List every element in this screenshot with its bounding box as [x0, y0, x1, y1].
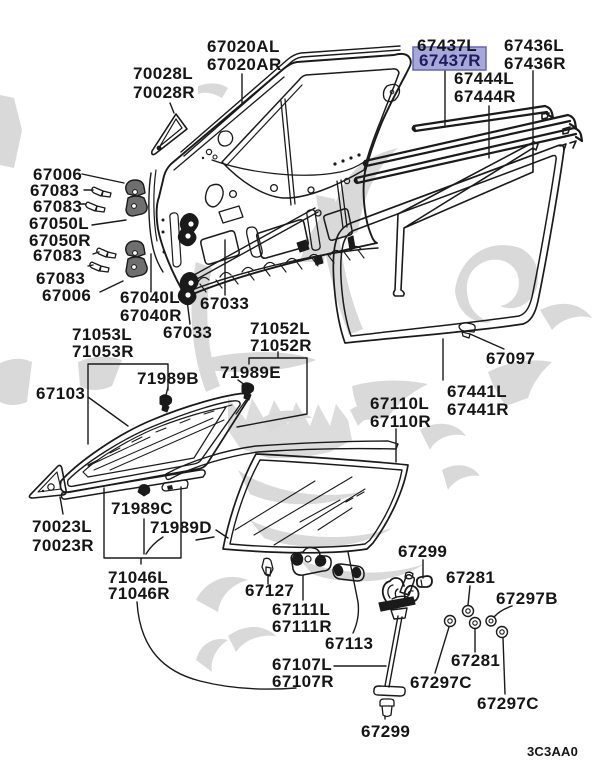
svg-text:67436L: 67436L: [504, 36, 564, 55]
svg-text:67299: 67299: [361, 722, 410, 741]
svg-text:67033: 67033: [200, 294, 249, 313]
svg-text:70028R: 70028R: [133, 83, 195, 102]
svg-text:67083: 67083: [36, 269, 85, 288]
svg-text:67103: 67103: [36, 384, 85, 403]
svg-text:3C3AA0: 3C3AA0: [527, 744, 578, 759]
svg-text:71989C: 71989C: [111, 499, 173, 518]
svg-text:67444R: 67444R: [454, 87, 516, 106]
svg-text:67297B: 67297B: [496, 589, 558, 608]
svg-text:67111L: 67111L: [272, 600, 330, 619]
svg-text:67441R: 67441R: [447, 400, 509, 419]
svg-text:67020AR: 67020AR: [207, 55, 282, 74]
svg-text:67281: 67281: [446, 568, 495, 587]
svg-text:67110R: 67110R: [370, 412, 431, 431]
svg-text:71989D: 71989D: [150, 518, 212, 537]
svg-text:67020AL: 67020AL: [207, 37, 280, 56]
svg-text:71053L: 71053L: [72, 325, 132, 344]
svg-text:67441L: 67441L: [447, 382, 507, 401]
svg-text:67444L: 67444L: [454, 69, 514, 88]
svg-text:67437L: 67437L: [417, 36, 477, 55]
svg-text:67097: 67097: [486, 349, 535, 368]
svg-text:67107R: 67107R: [272, 672, 334, 691]
svg-text:71052R: 71052R: [250, 336, 312, 355]
svg-text:67006: 67006: [33, 165, 82, 184]
svg-text:67050L: 67050L: [29, 214, 89, 233]
svg-text:67083: 67083: [33, 246, 82, 265]
svg-text:67297C: 67297C: [477, 694, 539, 713]
svg-text:71046L: 71046L: [108, 568, 168, 587]
svg-text:71046R: 71046R: [108, 584, 170, 603]
svg-text:67033: 67033: [163, 323, 212, 342]
svg-text:67110L: 67110L: [370, 394, 429, 413]
svg-text:71053R: 71053R: [72, 342, 134, 361]
svg-text:67299: 67299: [398, 542, 447, 561]
svg-text:70028L: 70028L: [133, 64, 193, 83]
svg-text:67113: 67113: [325, 634, 373, 653]
svg-text:67083: 67083: [30, 181, 79, 200]
svg-text:67040L: 67040L: [120, 288, 180, 307]
svg-text:67050R: 67050R: [29, 231, 91, 250]
svg-text:67083: 67083: [33, 197, 82, 216]
svg-text:67437R: 67437R: [419, 51, 481, 70]
svg-text:71989E: 71989E: [220, 363, 281, 382]
svg-text:67006: 67006: [42, 286, 91, 305]
svg-text:67040R: 67040R: [120, 306, 182, 325]
svg-text:67111R: 67111R: [272, 617, 332, 636]
svg-text:67127: 67127: [245, 581, 294, 600]
svg-text:67436R: 67436R: [504, 54, 566, 73]
svg-text:71052L: 71052L: [250, 319, 310, 338]
svg-text:70023L: 70023L: [32, 517, 92, 536]
svg-text:70023R: 70023R: [32, 536, 94, 555]
svg-text:71989B: 71989B: [137, 369, 199, 388]
svg-text:67107L: 67107L: [272, 655, 332, 674]
svg-text:67297C: 67297C: [410, 673, 472, 692]
svg-text:67281: 67281: [451, 651, 500, 670]
